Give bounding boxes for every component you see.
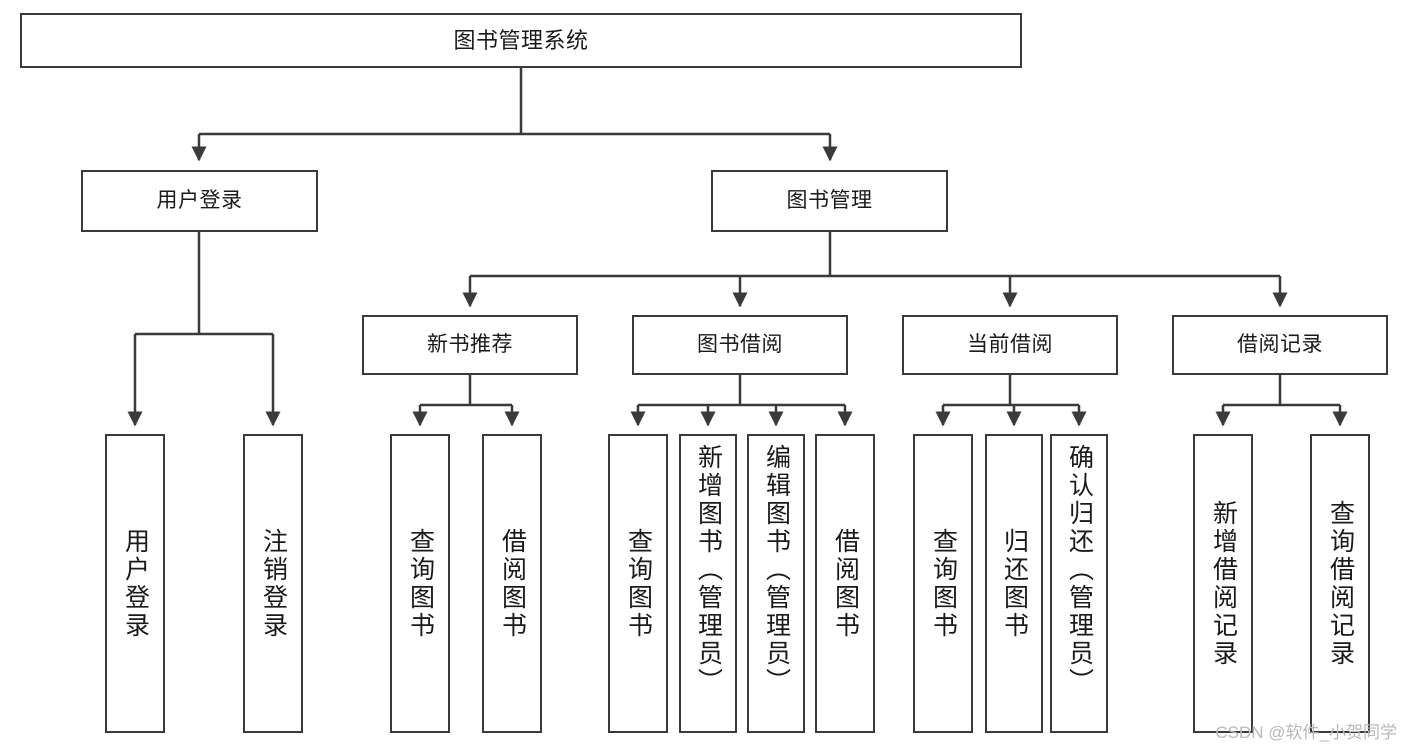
node-label: 编辑图书（管理员） [762,444,791,696]
node-label: 新书推荐 [427,332,513,356]
node-leaf-query-books-borrowing[interactable]: 查询图书 [608,434,668,733]
node-leaf-return-books[interactable]: 归还图书 [985,434,1043,733]
node-user-login[interactable]: 用户登录 [81,170,318,232]
node-new-book-recommendation[interactable]: 新书推荐 [362,315,578,375]
node-leaf-query-books-current[interactable]: 查询图书 [913,434,973,733]
node-label: 归还图书 [1000,527,1029,640]
node-label: 借阅图书 [831,527,860,640]
node-label: 注销登录 [259,527,288,640]
node-label: 新增借阅记录 [1209,499,1238,668]
node-book-borrowing[interactable]: 图书借阅 [632,315,848,375]
node-label: 查询图书 [929,527,958,640]
node-label: 用户登录 [156,188,243,212]
node-borrowing-records[interactable]: 借阅记录 [1172,315,1388,375]
node-label: 借阅图书 [498,527,527,640]
node-leaf-borrow-books-recommend[interactable]: 借阅图书 [482,434,542,733]
node-leaf-query-borrowing-record[interactable]: 查询借阅记录 [1310,434,1370,733]
node-label: 当前借阅 [967,332,1053,356]
node-leaf-logout[interactable]: 注销登录 [243,434,303,733]
node-label: 新增图书（管理员） [694,444,723,696]
node-leaf-add-borrowing-record[interactable]: 新增借阅记录 [1193,434,1253,733]
watermark: CSDN @软件_小贺同学 [1215,723,1397,742]
node-book-management[interactable]: 图书管理 [711,170,948,232]
node-label: 图书借阅 [697,332,783,356]
node-root-book-management-system[interactable]: 图书管理系统 [20,13,1022,68]
node-label: 查询图书 [406,527,435,640]
node-label: 借阅记录 [1237,332,1323,356]
node-leaf-confirm-return-admin[interactable]: 确认归还（管理员） [1050,434,1108,733]
node-leaf-edit-book-admin[interactable]: 编辑图书（管理员） [747,434,805,733]
node-label: 确认归还（管理员） [1065,444,1094,696]
node-leaf-query-books-recommend[interactable]: 查询图书 [390,434,450,733]
node-label: 用户登录 [121,527,150,640]
node-current-borrowing[interactable]: 当前借阅 [902,315,1118,375]
node-leaf-borrow-books-borrowing[interactable]: 借阅图书 [815,434,875,733]
node-label: 查询图书 [624,527,653,640]
node-label: 图书管理 [786,188,873,212]
node-leaf-user-login[interactable]: 用户登录 [105,434,165,733]
node-label: 查询借阅记录 [1326,499,1355,668]
node-label: 图书管理系统 [453,27,589,53]
node-leaf-add-book-admin[interactable]: 新增图书（管理员） [679,434,737,733]
